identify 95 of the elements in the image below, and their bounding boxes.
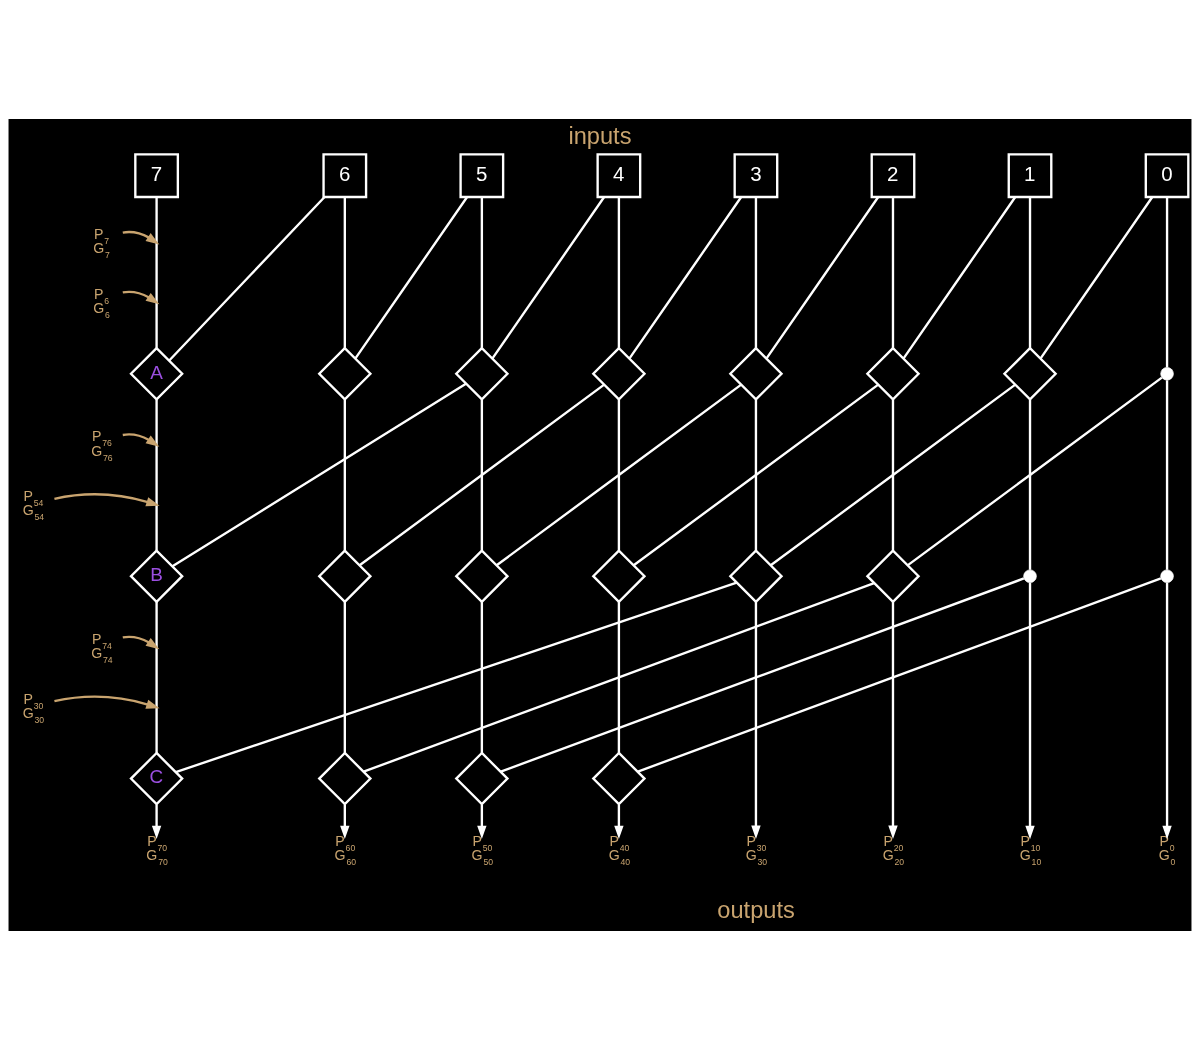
node-circle bbox=[1160, 569, 1174, 583]
arrow bbox=[122, 230, 160, 244]
connector bbox=[175, 581, 738, 773]
node-diamond bbox=[317, 548, 373, 603]
connector bbox=[363, 581, 875, 773]
node-diamond: B bbox=[129, 548, 184, 603]
connector bbox=[617, 398, 621, 550]
node-box: 6 bbox=[322, 152, 368, 198]
arrow bbox=[477, 804, 487, 839]
node-box: 0 bbox=[1144, 152, 1190, 198]
connector bbox=[495, 383, 742, 566]
connector bbox=[168, 195, 326, 361]
connector bbox=[617, 601, 621, 753]
caption: outputs bbox=[717, 896, 795, 923]
arrow bbox=[54, 492, 160, 506]
arrow bbox=[1025, 582, 1035, 839]
connector bbox=[617, 196, 621, 348]
connector bbox=[902, 196, 1017, 359]
node-text: P$_{6}$ G$_{6}$ bbox=[93, 285, 110, 320]
connector bbox=[1165, 196, 1169, 367]
connector bbox=[637, 576, 1162, 773]
node-text: P$_{7}$ G$_{7}$ bbox=[93, 225, 110, 260]
node-box: 3 bbox=[733, 152, 779, 198]
connector bbox=[633, 383, 879, 566]
arrow bbox=[151, 804, 162, 839]
diagram-title: inputs bbox=[568, 122, 632, 149]
connector bbox=[480, 196, 484, 348]
connector bbox=[480, 398, 484, 550]
connector bbox=[343, 196, 346, 348]
connector bbox=[155, 601, 158, 753]
node-box: 2 bbox=[870, 152, 916, 198]
node-diamond bbox=[865, 548, 921, 603]
connector bbox=[155, 398, 158, 550]
node-diamond bbox=[1002, 346, 1058, 401]
node-diamond bbox=[454, 548, 510, 603]
connector bbox=[358, 383, 605, 566]
connector bbox=[628, 196, 742, 359]
connector bbox=[754, 196, 758, 348]
node-text: P$_{30}$ G$_{30}$ bbox=[22, 690, 45, 725]
node-box: 4 bbox=[596, 152, 642, 198]
connector bbox=[171, 382, 467, 567]
node-text: P$_{60}$ G$_{60}$ bbox=[334, 832, 357, 867]
node-text: P$_{0}$ G$_{0}$ bbox=[1158, 832, 1176, 867]
connector bbox=[765, 196, 880, 359]
node-text: P$_{40}$ G$_{40}$ bbox=[608, 832, 631, 867]
node-text: P$_{54}$ G$_{54}$ bbox=[22, 487, 45, 522]
arrow bbox=[122, 432, 160, 447]
node-text: P$_{30}$ G$_{30}$ bbox=[745, 832, 768, 867]
node-circle bbox=[1023, 569, 1037, 583]
connector bbox=[1165, 379, 1169, 570]
node-box: 5 bbox=[459, 152, 505, 198]
arrow bbox=[122, 635, 160, 649]
node-box: 7 bbox=[134, 152, 180, 198]
node-diamond bbox=[317, 346, 373, 401]
node-diamond bbox=[591, 548, 647, 603]
node-diamond bbox=[454, 750, 510, 806]
node-circle bbox=[1160, 366, 1174, 380]
arrow bbox=[122, 290, 160, 304]
node-text: P$_{20}$ G$_{20}$ bbox=[882, 832, 905, 867]
node-text: P$_{10}$ G$_{10}$ bbox=[1019, 832, 1042, 867]
node-diamond bbox=[317, 750, 373, 806]
node-diamond: C bbox=[129, 750, 184, 806]
node-box: 1 bbox=[1007, 152, 1053, 198]
connector bbox=[343, 601, 346, 753]
connector bbox=[891, 398, 895, 550]
node-text: P$_{70}$ G$_{70}$ bbox=[146, 832, 168, 867]
connector bbox=[770, 383, 1016, 566]
node-diamond: A bbox=[129, 346, 184, 401]
node-text: P$_{50}$ G$_{50}$ bbox=[471, 832, 494, 867]
arrow bbox=[888, 601, 898, 839]
node-text: P$_{76}$ G$_{76}$ bbox=[91, 427, 113, 463]
connector bbox=[480, 601, 484, 753]
node-diamond bbox=[728, 548, 784, 603]
connector bbox=[500, 576, 1025, 773]
arrow bbox=[1162, 582, 1172, 839]
arrow bbox=[340, 804, 350, 839]
arrow bbox=[751, 601, 761, 839]
node-diamond bbox=[728, 346, 784, 401]
connector bbox=[1028, 398, 1032, 570]
connector bbox=[907, 376, 1163, 566]
connector bbox=[1039, 196, 1154, 359]
connector bbox=[354, 196, 468, 359]
connector bbox=[891, 196, 895, 348]
connector bbox=[754, 398, 758, 550]
arrow bbox=[54, 695, 160, 709]
connector bbox=[1028, 196, 1032, 348]
connector bbox=[491, 196, 605, 359]
node-diamond bbox=[591, 750, 647, 806]
connector bbox=[343, 398, 346, 550]
node-diamond bbox=[591, 346, 647, 401]
node-diamond bbox=[865, 346, 921, 401]
node-text: P$_{74}$ G$_{74}$ bbox=[91, 630, 113, 665]
node-diamond bbox=[454, 346, 510, 401]
connector bbox=[155, 196, 158, 348]
arrow bbox=[614, 804, 624, 839]
